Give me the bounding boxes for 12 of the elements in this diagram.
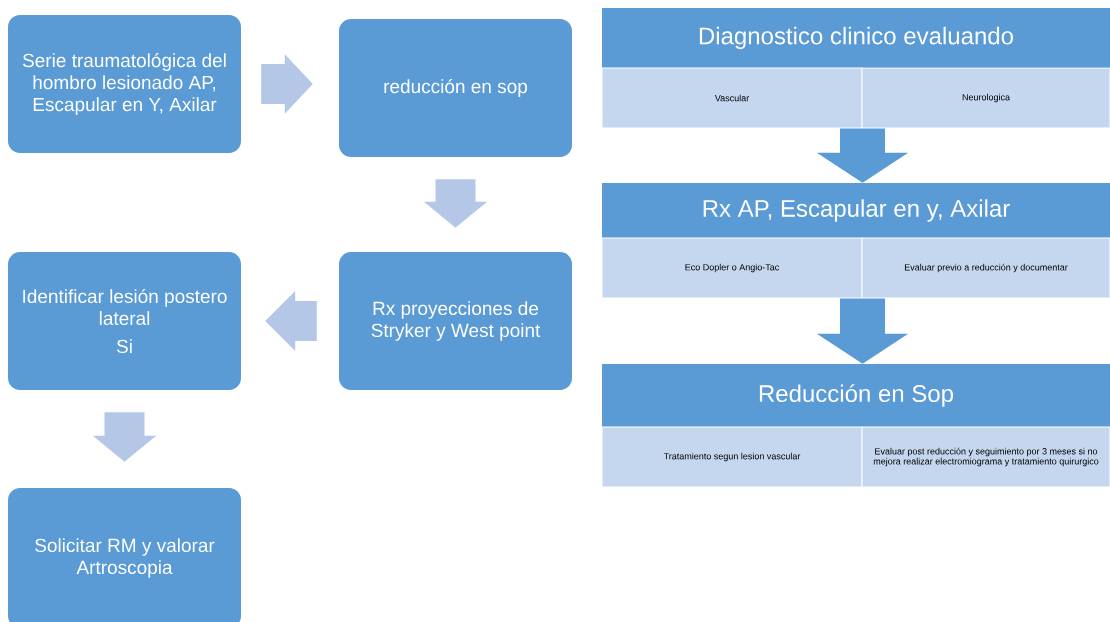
table-cell: Evaluar post reducción y seguimiento por 3 meses si no mejora realizar electromiograma y tratamiento quirurgico: [861, 426, 1110, 488]
process-box: Serie traumatológica del hombro lesionado AP, Escapular en Y, Axilar: [8, 15, 241, 153]
table-cell: Eco Dopler o Angio-Tac: [601, 237, 863, 299]
process-box: Identificar lesión postero lateral Si: [8, 252, 241, 390]
table-cell: Vascular: [601, 67, 863, 129]
process-box: Rx proyecciones de Stryker y West point: [339, 252, 572, 390]
header-band: Diagnostico clinico evaluando: [602, 8, 1110, 68]
process-box: Solicitar RM y valorar Artroscopia: [8, 488, 241, 622]
table-cell: Neurologica: [861, 67, 1110, 129]
table-cell: Tratamiento segun lesion vascular: [601, 426, 863, 488]
table-cell: Evaluar previo a reducción y documentar: [861, 237, 1110, 299]
process-box: reducción en sop: [339, 19, 572, 157]
